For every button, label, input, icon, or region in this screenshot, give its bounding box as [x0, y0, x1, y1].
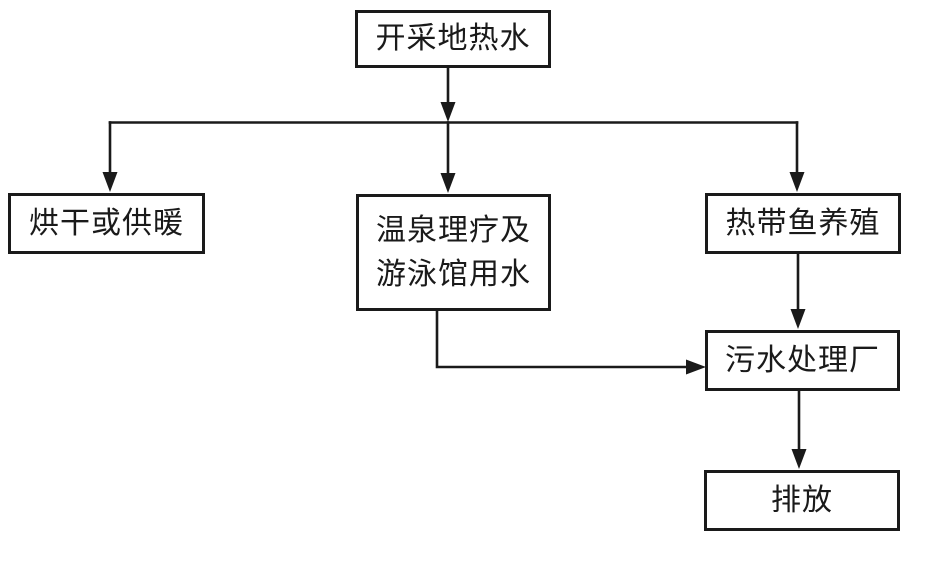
node-extract-geothermal-water: 开采地热水	[355, 10, 551, 68]
arrowhead-fish-to-sewage	[790, 309, 806, 329]
node-label: 热带鱼养殖	[725, 206, 881, 240]
node-sewage-treatment-plant: 污水处理厂	[705, 330, 900, 391]
arrowhead-junction-to-drying	[102, 172, 118, 192]
node-label-line-2: 游泳馆用水	[376, 257, 531, 291]
arrowhead-source-to-junction	[440, 102, 456, 122]
arrowhead-junction-to-spa	[440, 173, 456, 193]
node-discharge: 排放	[704, 470, 900, 531]
node-label: 排放	[771, 483, 833, 517]
edge-spa-to-sewage-line	[435, 308, 689, 369]
arrowhead-spa-to-sewage	[686, 359, 706, 375]
arrowhead-sewage-to-discharge	[791, 449, 807, 469]
node-label: 开采地热水	[375, 22, 531, 55]
node-tropical-fish-farming: 热带鱼养殖	[705, 193, 901, 254]
node-hot-spring-therapy-swimming-pool-water: 温泉理疗及 游泳馆用水	[356, 194, 551, 311]
node-label-line-1: 温泉理疗及	[376, 213, 531, 247]
node-label: 烘干或供暖	[29, 206, 184, 240]
arrowhead-junction-to-fish	[789, 172, 805, 192]
node-label: 污水处理厂	[725, 343, 880, 377]
node-drying-or-heating: 烘干或供暖	[8, 193, 205, 254]
